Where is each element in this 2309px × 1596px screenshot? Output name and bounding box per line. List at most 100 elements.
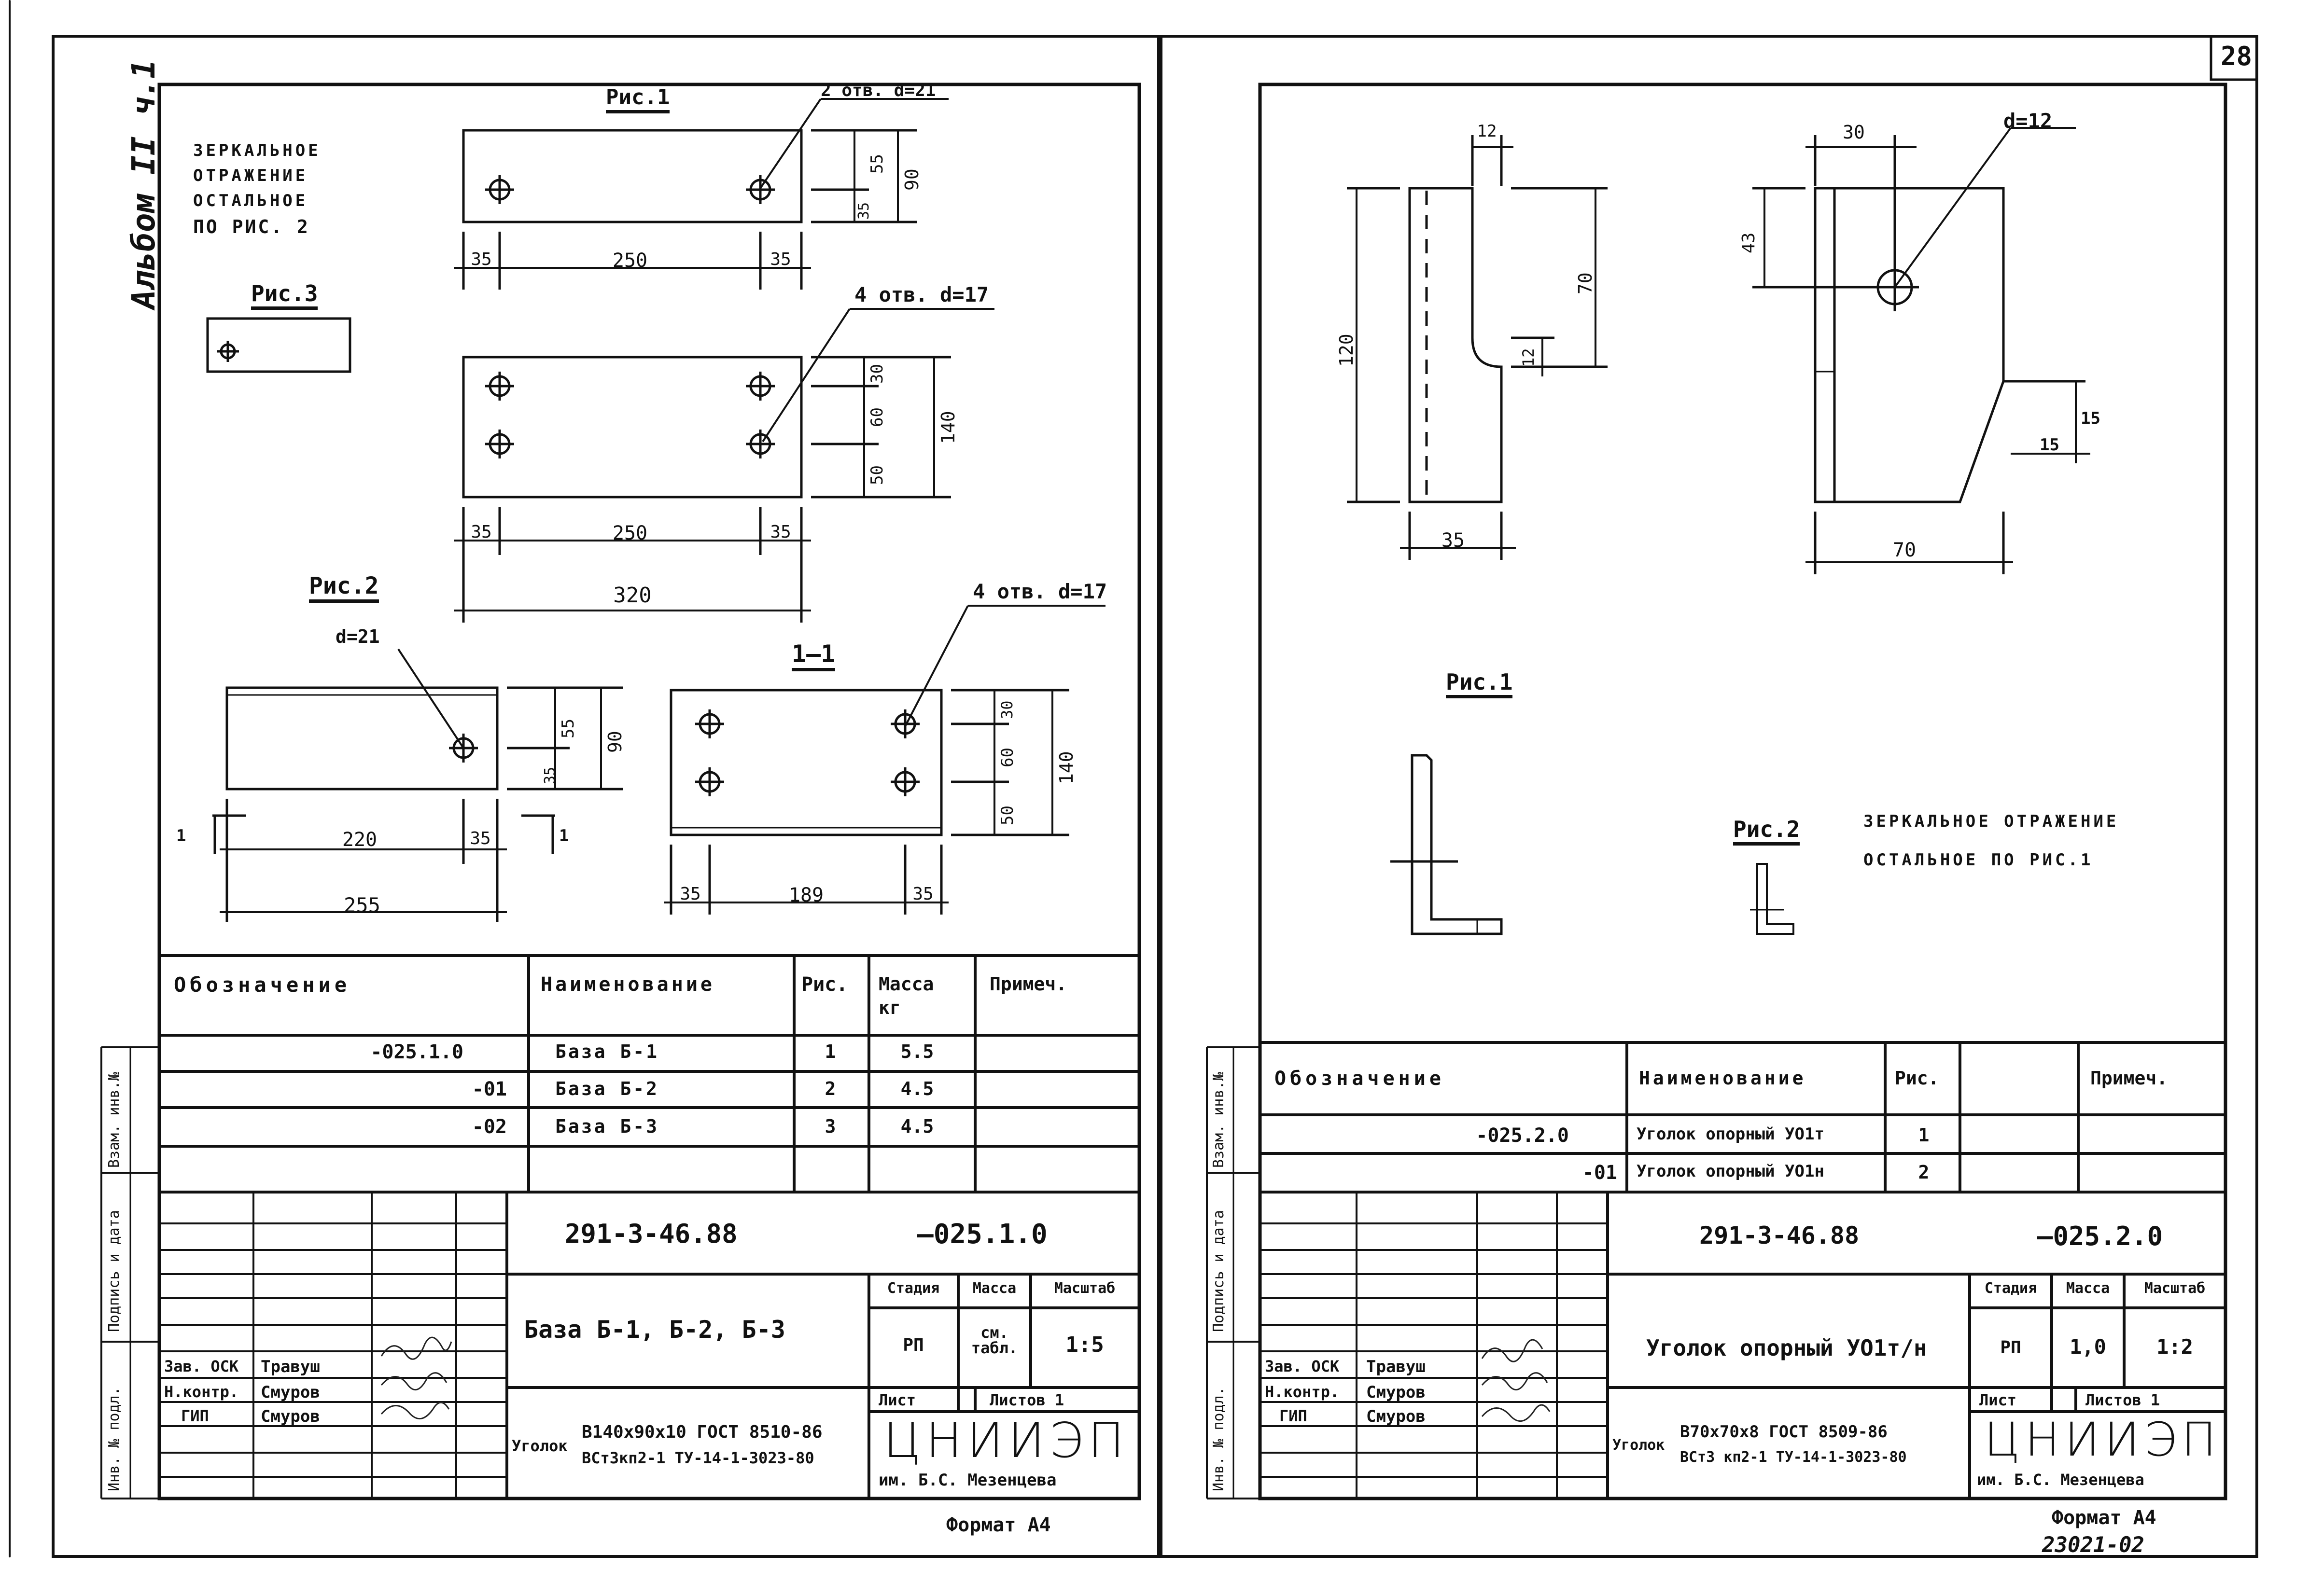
dim-label: 55 xyxy=(559,719,578,738)
row-mass: 4.5 xyxy=(900,1078,934,1099)
footer-code: 23021-02 xyxy=(2042,1533,2144,1557)
scale-value: 1:5 xyxy=(1065,1332,1104,1357)
dim-label: 35 xyxy=(1441,529,1465,552)
right-mirror-note-2: ОСТАЛЬНОЕ ПО РИС.1 xyxy=(1863,850,2094,870)
stamp-inv-number: Инв. № подл. xyxy=(1210,1387,1227,1491)
dim-label: 120 xyxy=(1336,333,1357,367)
role-label: Зав. ОСК xyxy=(1265,1357,1340,1375)
dim-label: 60 xyxy=(998,748,1017,767)
spec-header-mass: Масса кг xyxy=(879,973,934,1019)
right-table-lines xyxy=(1206,1041,2225,1499)
mirror-note-line: ПО РИС. 2 xyxy=(193,216,310,237)
role-label: Зав. ОСК xyxy=(164,1357,239,1375)
dim-label: 90 xyxy=(604,731,626,753)
dim-label: 140 xyxy=(938,411,959,444)
left-frame xyxy=(52,35,1160,1558)
dim-label: 50 xyxy=(868,465,887,485)
mass-header: Масса xyxy=(2066,1280,2110,1297)
material-top: В140х90х10 ГОСТ 8510-86 xyxy=(582,1422,823,1442)
dim-label: 70 xyxy=(1892,539,1917,561)
dim-label: 50 xyxy=(998,805,1017,825)
right-drawings xyxy=(1347,127,2090,935)
format-label: Формат А4 xyxy=(946,1514,1051,1536)
mirror-note-line: ЗЕРКАЛЬНОЕ xyxy=(193,141,321,160)
dim-label: 12 xyxy=(1477,122,1497,141)
dim-label: 30 xyxy=(1843,122,1865,143)
stage-header: Стадия xyxy=(887,1280,940,1297)
spec-header-designation: Обозначение xyxy=(1274,1068,1445,1090)
scale-header: Масштаб xyxy=(1054,1280,1116,1297)
dim-label: 35 xyxy=(912,884,934,904)
section-title: 1—1 xyxy=(792,642,836,671)
dim-label: 15 xyxy=(2040,435,2059,455)
fig3-title: Рис.3 xyxy=(251,282,318,310)
right-mirror-note-1: ЗЕРКАЛЬНОЕ ОТРАЖЕНИЕ xyxy=(1863,812,2119,831)
dim-label: 30 xyxy=(868,364,887,384)
dim-label: 43 xyxy=(1739,232,1759,253)
dim-label: 35 xyxy=(471,250,492,269)
right-fig2-title: Рис.2 xyxy=(1733,818,1800,846)
dim-label: 250 xyxy=(612,522,648,544)
row-name: База Б-3 xyxy=(555,1116,659,1137)
dim-label: 55 xyxy=(868,154,887,174)
callout-hole-d12: d=12 xyxy=(2003,109,2053,133)
row-designation: -02 xyxy=(472,1116,507,1138)
callout-2-holes: 2 отв. d=21 xyxy=(821,81,936,100)
mirror-note-line: ОСТАЛЬНОЕ xyxy=(193,191,308,210)
role-name: Травуш xyxy=(1366,1357,1426,1376)
row-fig: 1 xyxy=(825,1041,836,1062)
left-drawings xyxy=(206,98,1106,922)
fig2-title: Рис.2 xyxy=(309,574,379,603)
dim-label: 35 xyxy=(770,250,791,269)
drawing-title: Уголок опорный УО1т/н xyxy=(1646,1335,1927,1361)
organization-logo: ЦНИИЭП xyxy=(883,1412,1129,1469)
fig1-title: Рис.1 xyxy=(606,87,670,113)
sheets-label: Листов 1 xyxy=(990,1391,1064,1409)
organization-sub: им. Б.С. Мезенцева xyxy=(879,1471,1057,1490)
dim-label: 140 xyxy=(1056,751,1077,784)
dim-label: 320 xyxy=(613,583,652,608)
dim-label: 60 xyxy=(868,407,887,427)
drawing-title: База Б-1, Б-2, Б-3 xyxy=(524,1316,785,1344)
callout-fig2-hole: d=21 xyxy=(336,626,380,647)
mass-header: Масса xyxy=(972,1280,1017,1297)
role-name: Смуров xyxy=(261,1383,320,1402)
material-bottom: ВСт3 кп2-1 ТУ-14-1-3023-80 xyxy=(1680,1449,1907,1466)
row-fig: 2 xyxy=(1918,1162,1930,1183)
role-name: Смуров xyxy=(1366,1407,1426,1426)
dim-label: 15 xyxy=(2081,409,2100,428)
spec-header-name: Наименование xyxy=(541,973,715,996)
spec-header-fig: Рис. xyxy=(801,973,848,996)
section-mark-right: 1 xyxy=(559,826,569,846)
organization-sub: им. Б.С. Мезенцева xyxy=(1977,1471,2144,1489)
stamp-signature-date: Подпись и дата xyxy=(106,1210,123,1332)
material-prefix: Уголок xyxy=(512,1437,568,1455)
doc-number: 291-3-46.88 xyxy=(565,1219,738,1249)
dim-label: 255 xyxy=(344,893,380,917)
dim-label: 35 xyxy=(470,829,491,848)
material-top: В70х70х8 ГОСТ 8509-86 xyxy=(1680,1422,1888,1442)
stage-value: РП xyxy=(2000,1338,2021,1358)
album-label: Альбом II ч.1 xyxy=(125,59,162,309)
row-name: База Б-1 xyxy=(555,1041,659,1062)
role-label: ГИП xyxy=(181,1407,209,1425)
callout-4-holes: 4 отв. d=17 xyxy=(854,283,989,306)
doc-code: —025.1.0 xyxy=(917,1219,1048,1250)
dim-label: 35 xyxy=(471,522,492,542)
row-fig: 3 xyxy=(825,1116,836,1137)
stamp-signature-date: Подпись и дата xyxy=(1210,1210,1227,1332)
right-inner-frame xyxy=(1258,83,2227,1500)
role-name: Смуров xyxy=(1366,1383,1426,1402)
row-name: Уголок опорный УО1н xyxy=(1637,1162,1824,1181)
row-fig: 2 xyxy=(825,1078,836,1099)
row-mass: 4.5 xyxy=(900,1116,934,1137)
role-name: Смуров xyxy=(261,1407,320,1426)
scale-header: Масштаб xyxy=(2144,1280,2206,1297)
format-label: Формат А4 xyxy=(2052,1507,2156,1529)
mass-value: 1,0 xyxy=(2070,1335,2106,1359)
role-name: Травуш xyxy=(261,1357,320,1376)
row-designation: -01 xyxy=(1582,1162,1617,1184)
row-fig: 1 xyxy=(1918,1124,1930,1146)
dim-label: 220 xyxy=(342,829,378,851)
dim-label: 35 xyxy=(770,522,791,542)
